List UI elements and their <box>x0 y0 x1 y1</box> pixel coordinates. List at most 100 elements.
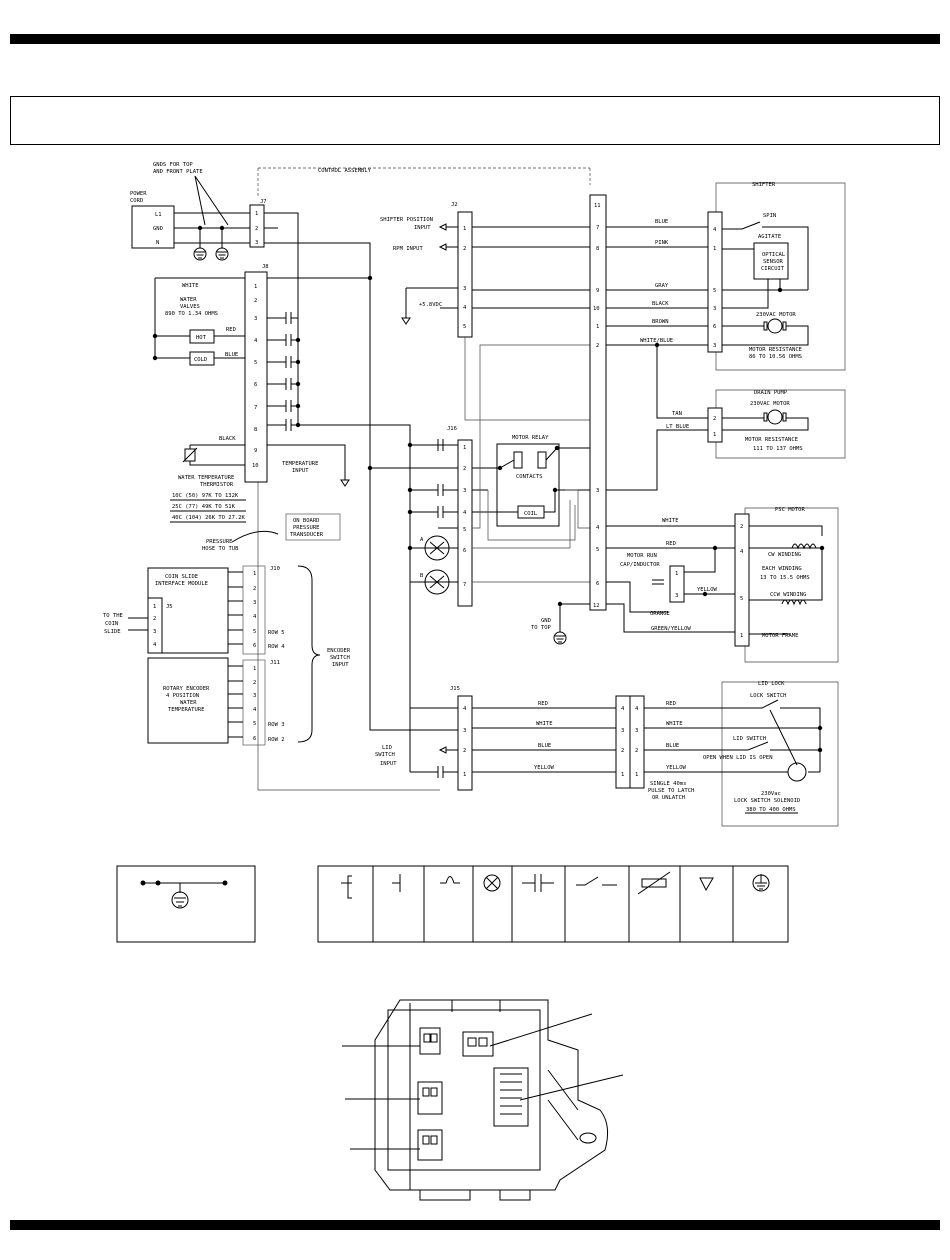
svg-text:4: 4 <box>635 706 639 712</box>
svg-text:1: 1 <box>153 604 156 610</box>
j16-connector <box>457 439 473 607</box>
shifter-motor-wires <box>722 325 809 346</box>
wire-blue-1: BLUE <box>655 219 668 225</box>
therm-value-1: 10C (50) 97K TO 132K <box>172 493 239 499</box>
each-winding-2: 13 TO 15.5 OHMS <box>760 575 810 581</box>
triac-a-label: A <box>420 537 424 543</box>
wire-brown: BROWN <box>652 319 669 325</box>
j2-input-wires <box>446 226 458 248</box>
control-board-illustration <box>342 999 624 1201</box>
bottom-bar <box>10 1220 940 1230</box>
wire-white-blue: WHITE/BLUE <box>640 338 673 344</box>
svg-text:6: 6 <box>713 324 716 330</box>
svg-text:1: 1 <box>596 324 599 330</box>
control-assembly-label: CONTROL ASSEMBLY <box>318 168 372 174</box>
pulse-3: OR UNLATCH <box>652 795 685 801</box>
row4-label: ROW 4 <box>268 644 285 650</box>
red-wire-label: RED <box>226 327 236 333</box>
row3-label: ROW 3 <box>268 722 285 728</box>
j10-connector <box>242 565 266 655</box>
legend-symbols <box>341 871 770 899</box>
water-valves-1: WATER <box>180 297 197 303</box>
gnd-top-1: GND <box>541 618 551 624</box>
svg-text:2: 2 <box>621 748 624 754</box>
svg-text:1: 1 <box>463 445 466 451</box>
power-wires <box>174 212 250 244</box>
pressure-transducer-box <box>285 513 341 541</box>
shifter-connector <box>707 211 723 353</box>
optical-sensor-box <box>753 242 789 280</box>
svg-text:4: 4 <box>253 614 257 620</box>
svg-text:1: 1 <box>635 772 638 778</box>
psc-title: PSC MOTOR <box>775 507 805 513</box>
spin-switch <box>722 221 809 290</box>
svg-text:11: 11 <box>594 203 601 209</box>
svg-text:4: 4 <box>463 706 467 712</box>
svg-text:8: 8 <box>596 246 599 252</box>
svg-text:2: 2 <box>253 586 256 592</box>
svg-text:2: 2 <box>463 466 466 472</box>
svg-text:4: 4 <box>463 510 467 516</box>
drain-connector <box>707 407 723 443</box>
wire-blue-2: BLUE <box>538 743 551 749</box>
blue-wire-label: BLUE <box>225 352 238 358</box>
ccw-winding: CCW WINDING <box>770 592 806 598</box>
pressure-hose-2: HOSE TO TUB <box>202 546 239 552</box>
svg-text:2: 2 <box>153 616 156 622</box>
j8-relay-contacts <box>267 312 301 431</box>
temperature-input-1: TEMPERATURE <box>282 461 318 467</box>
black-wire-label: BLACK <box>219 436 236 442</box>
svg-text:3: 3 <box>713 306 716 312</box>
solenoid-wires <box>644 709 820 773</box>
wire-white-1: WHITE <box>662 518 679 524</box>
transducer-2: PRESSURE <box>293 525 320 531</box>
lock-switch-label: LOCK SWITCH <box>750 693 786 699</box>
lid-switch-input-2: SWITCH <box>375 752 395 758</box>
svg-text:5: 5 <box>463 527 466 533</box>
svg-text:1: 1 <box>713 246 716 252</box>
gnds-label-1: GNDS FOR TOP <box>153 162 193 168</box>
drain-resistance-1: MOTOR RESISTANCE <box>745 437 798 443</box>
svg-text:9: 9 <box>254 448 257 454</box>
pin-l1: L1 <box>155 212 162 218</box>
cw-coil <box>791 543 817 550</box>
j11-label: J11 <box>270 660 280 666</box>
pulse-1: SINGLE 40ms <box>650 781 686 787</box>
thermistor-2: THERMISTOR <box>200 482 234 488</box>
svg-text:5: 5 <box>596 547 599 553</box>
gnd-top-symbol <box>553 631 567 645</box>
vdc-label: +5.8VDC <box>419 302 442 308</box>
svg-text:3: 3 <box>253 600 256 606</box>
encoder-3: INPUT <box>332 662 349 668</box>
wire-yellow-3: YELLOW <box>666 765 687 771</box>
svg-text:5: 5 <box>253 721 256 727</box>
lock-switch-wires <box>644 699 821 772</box>
svg-text:3: 3 <box>254 316 257 322</box>
gnd-top-2: TO TOP <box>531 625 552 631</box>
j2-pin3-arrow <box>401 317 411 325</box>
wire-yellow-2: YELLOW <box>534 765 555 771</box>
svg-text:1: 1 <box>255 211 258 217</box>
lid-input-arrow <box>438 746 458 754</box>
svg-text:6: 6 <box>596 581 599 587</box>
lid-connector-right <box>629 695 645 789</box>
power-cord-label-1: POWER <box>130 191 147 197</box>
svg-text:1: 1 <box>463 226 466 232</box>
solenoid-symbol <box>787 762 807 782</box>
ground-symbol-1 <box>193 247 207 261</box>
cap-wires <box>684 548 735 595</box>
wire-black: BLACK <box>652 301 669 307</box>
svg-text:2: 2 <box>254 298 257 304</box>
j15-label: J15 <box>450 686 460 692</box>
j8-label: J8 <box>262 264 269 270</box>
valve-wires <box>214 335 245 359</box>
j10-label: J10 <box>270 566 280 572</box>
gnd-pointer-lines <box>194 175 229 226</box>
svg-text:8: 8 <box>254 427 257 433</box>
svg-text:2: 2 <box>463 748 466 754</box>
svg-text:7: 7 <box>596 225 599 231</box>
drain-pump-title: DRAIN PUMP <box>754 390 788 396</box>
solenoid-2: LOCK SWITCH SOLENOID <box>734 798 800 804</box>
svg-text:1: 1 <box>675 571 678 577</box>
